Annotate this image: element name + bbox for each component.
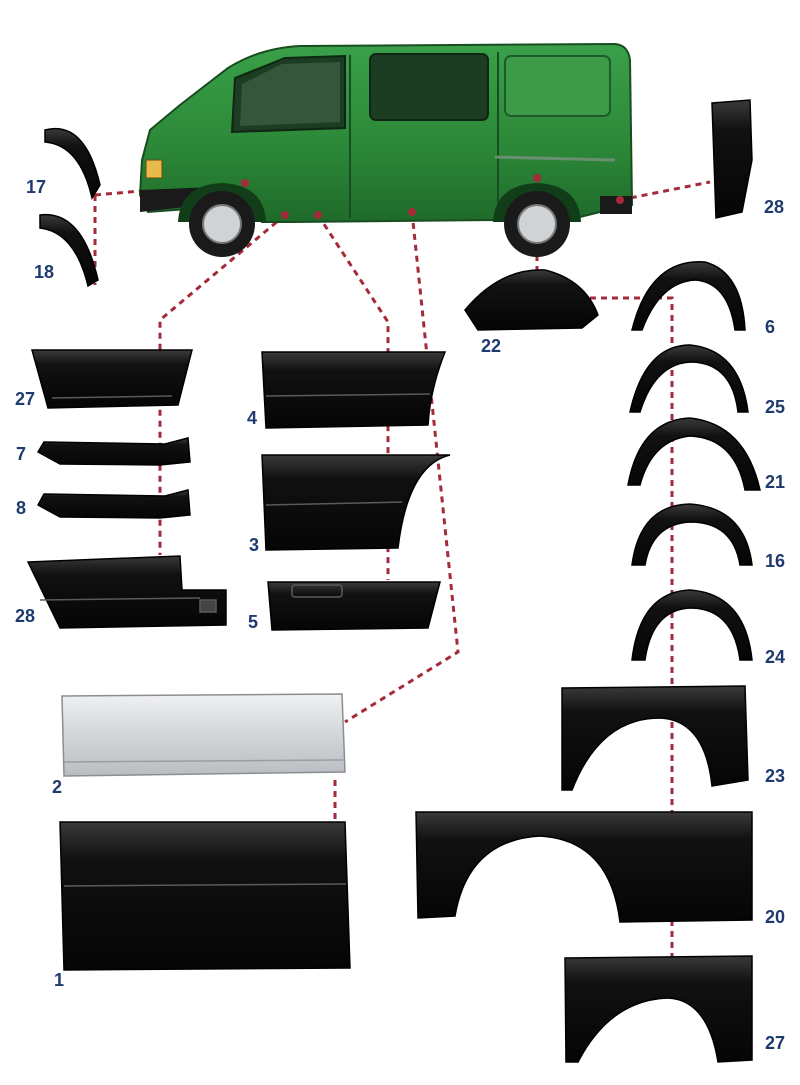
part-27-quarter-panel (564, 955, 753, 1063)
label-20: 20 (765, 907, 786, 927)
part-4-panel (261, 351, 447, 429)
label-1: 1 (54, 970, 65, 990)
part-28-step (26, 555, 227, 629)
label-6: 6 (765, 317, 776, 337)
part-1-side-panel (59, 821, 351, 971)
label-17: 17 (26, 177, 47, 197)
leader-28-top (619, 180, 711, 202)
part-6-arch (631, 261, 746, 331)
part-23-quarter-panel (561, 685, 749, 791)
part-28-top-corner (711, 99, 753, 219)
leader-right-column (590, 296, 674, 965)
label-28-top: 28 (764, 197, 785, 217)
label-4: 4 (247, 408, 258, 428)
part-22-inner-arch (464, 269, 599, 331)
label-22: 22 (481, 336, 502, 356)
label-28-left: 28 (15, 606, 36, 626)
part-7-sill (36, 437, 191, 466)
label-16: 16 (765, 551, 786, 571)
part-20-quarter-panel (415, 811, 753, 923)
label-2: 2 (52, 777, 63, 797)
part-25-arch (629, 344, 749, 413)
label-7: 7 (16, 444, 27, 464)
label-25: 25 (765, 397, 786, 417)
label-27-left: 27 (15, 389, 36, 409)
part-18-arch (39, 213, 99, 288)
leader-left-column (158, 213, 286, 555)
label-21: 21 (765, 472, 786, 492)
label-23: 23 (765, 766, 786, 786)
label-18: 18 (34, 262, 55, 282)
part-27-step-well (31, 349, 193, 409)
part-24-arch (631, 589, 753, 661)
part-16-arch (631, 503, 753, 566)
panel-details (39, 393, 431, 887)
part-8-sill (36, 489, 191, 519)
label-5: 5 (248, 612, 259, 632)
part-21-arch (627, 417, 761, 491)
label-3: 3 (249, 535, 260, 555)
van-illustration (138, 42, 634, 257)
part-17-arch (44, 128, 101, 200)
label-8: 8 (16, 498, 27, 518)
part-5-panel (267, 581, 441, 631)
label-24: 24 (765, 647, 786, 667)
label-27-bottom: 27 (765, 1033, 786, 1053)
part-2-silver-panel (61, 693, 346, 777)
